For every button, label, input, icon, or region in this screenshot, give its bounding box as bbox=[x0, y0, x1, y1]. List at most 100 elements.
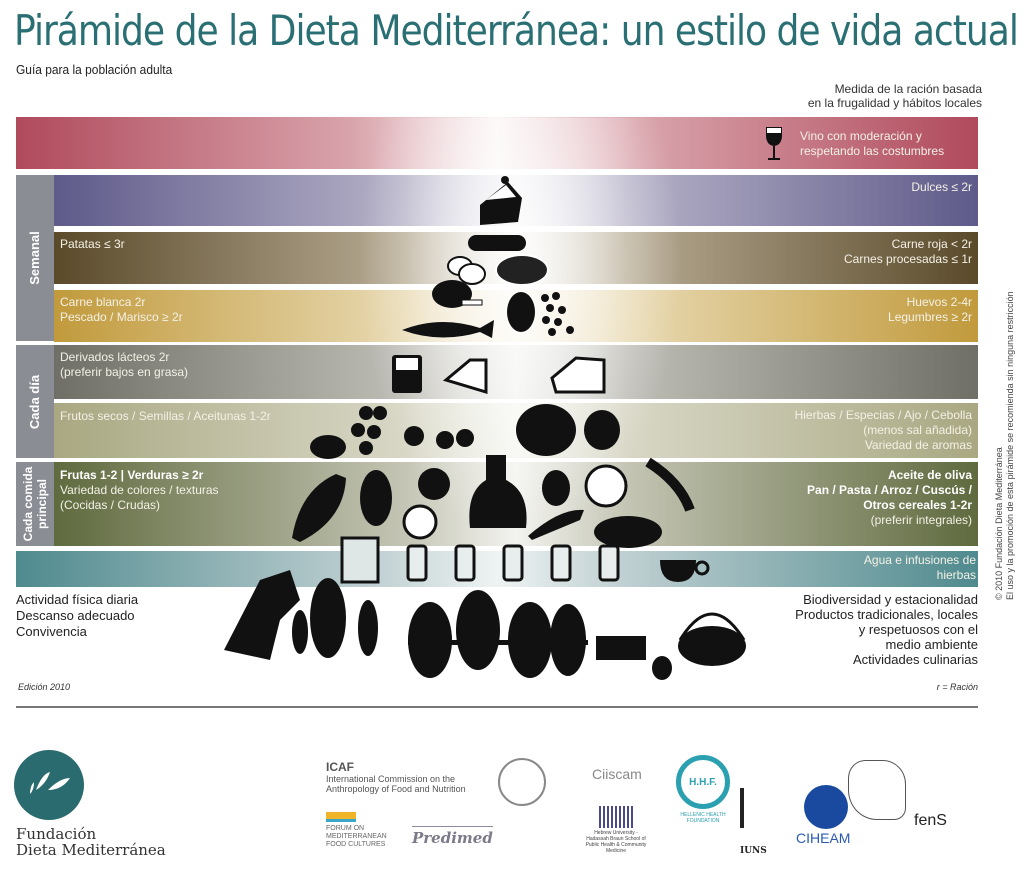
ration-note-line: Medida de la ración basada bbox=[834, 82, 982, 96]
ciiscam-logo: Ciiscam bbox=[592, 766, 642, 782]
frequency-daily: Cada día bbox=[16, 345, 54, 458]
wine-glass-icon bbox=[766, 127, 782, 160]
cereals-line: Otros cereales 1-2r bbox=[863, 498, 972, 512]
leaves-icon bbox=[30, 772, 70, 794]
glasses-icon bbox=[406, 544, 620, 582]
salt-line: (menos sal añadida) bbox=[863, 423, 972, 437]
page-title: Pirámide de la Dieta Mediterránea: un es… bbox=[14, 6, 1019, 55]
forum-mark-icon bbox=[326, 812, 356, 822]
potatoes-icon bbox=[447, 256, 486, 285]
olive-oil-cereals-text: Aceite de oliva Pan / Pasta / Arroz / Cu… bbox=[807, 468, 972, 528]
iuns-wheat-icon bbox=[740, 788, 776, 828]
ration-legend: r = Ración bbox=[936, 682, 978, 692]
processed-meat-line: Carnes procesadas ≤ 1r bbox=[844, 252, 972, 266]
watermelon-icon bbox=[292, 474, 346, 542]
tea-cup-icon bbox=[660, 560, 710, 582]
environment-line: medio ambiente bbox=[885, 637, 979, 652]
potatoes-text: Patatas ≤ 3r bbox=[60, 237, 125, 251]
fruits-veg-line: Frutas 1-2 | Verduras ≥ 2r bbox=[60, 468, 204, 482]
icaf-line: International Commission on the bbox=[326, 774, 456, 784]
bread-icon bbox=[594, 516, 662, 548]
icaf-line: Anthropology of Food and Nutrition bbox=[326, 784, 466, 794]
basket-icon bbox=[678, 612, 746, 666]
sausage-icon bbox=[468, 235, 526, 251]
copyright: © 2010 Fundación Dieta Mediterránea El u… bbox=[994, 291, 1016, 600]
rest-line: Descanso adecuado bbox=[16, 608, 135, 623]
forum-text: FORUM ON MEDITERRANEAN FOOD CULTURES bbox=[326, 825, 387, 848]
aromas-line: Variedad de aromas bbox=[864, 438, 972, 452]
nuts-icon bbox=[310, 406, 474, 459]
footer-divider bbox=[16, 706, 978, 708]
copyright-line: © 2010 Fundación Dieta Mediterránea bbox=[994, 447, 1004, 600]
conviviality-line: Convivencia bbox=[16, 624, 87, 639]
dinner-table-icon bbox=[408, 590, 588, 678]
steak-icon bbox=[495, 254, 549, 286]
traditional-products-line: Productos tradicionales, locales bbox=[795, 607, 978, 622]
predimed-logo: Predimed bbox=[412, 826, 493, 847]
dairy-line: Derivados lácteos 2r bbox=[60, 350, 170, 364]
olive-oil-line: Aceite de oliva bbox=[887, 468, 972, 482]
culinary-line: Actividades culinarias bbox=[852, 652, 978, 667]
lifestyle-left: Actividad física diaria Descanso adecuad… bbox=[16, 592, 138, 640]
fish-line: Pescado / Marisco ≥ 2r bbox=[60, 310, 183, 324]
physical-activity-line: Actividad física diaria bbox=[16, 592, 139, 607]
cooking-pot-icon bbox=[596, 636, 646, 660]
ciheam-logo: CIHEAM bbox=[796, 830, 851, 846]
usage-line: El uso y la promoción de esta pirámide s… bbox=[1005, 291, 1015, 600]
hebrew-univ-text: Hebrew University - Hadassah Braun Schoo… bbox=[585, 830, 647, 854]
fdm-name: Fundación Dieta Mediterránea bbox=[16, 826, 166, 858]
hhf-subtitle: HELLENIC HEALTH FOUNDATION bbox=[680, 812, 726, 824]
icaf-logo: ICAF International Commission on the Ant… bbox=[326, 760, 466, 794]
fdm-name-line: Dieta Mediterránea bbox=[16, 841, 166, 859]
forum-logo: FORUM ON MEDITERRANEAN FOOD CULTURES bbox=[326, 812, 387, 849]
water-line: Agua e infusiones de bbox=[863, 553, 976, 567]
herbs-line: Hierbas / Especias / Ajo / Cebolla bbox=[794, 408, 972, 422]
fdm-name-line: Fundación bbox=[16, 825, 97, 843]
fruits-veg-text: Frutas 1-2 | Verduras ≥ 2r Variedad de c… bbox=[60, 468, 219, 513]
dairy-text: Derivados lácteos 2r (preferir bajos en … bbox=[60, 350, 188, 380]
fdm-logo bbox=[14, 750, 84, 820]
wine-line-1: Vino con moderación y bbox=[800, 129, 922, 143]
red-meat-text: Carne roja < 2r Carnes procesadas ≤ 1r bbox=[844, 237, 972, 267]
nuts-text: Frutos secos / Semillas / Aceitunas 1-2r bbox=[60, 409, 271, 423]
wheat-icon bbox=[645, 457, 695, 512]
edition-note: Edición 2010 bbox=[18, 682, 71, 692]
wine-line-2: respetando las costumbres bbox=[800, 144, 945, 158]
mushroom-icon bbox=[652, 656, 672, 680]
white-meat-line: Carne blanca 2r bbox=[60, 295, 146, 309]
water-text: Agua e infusiones de hierbas bbox=[864, 553, 976, 583]
university-seal-icon bbox=[498, 758, 546, 806]
wine-text: Vino con moderación y respetando las cos… bbox=[800, 129, 944, 159]
page-subtitle: Guía para la población adulta bbox=[16, 62, 173, 77]
wholegrain-line: (preferir integrales) bbox=[870, 513, 972, 527]
apple-icon bbox=[418, 468, 450, 500]
ciheam-emblem-icon bbox=[804, 785, 848, 829]
water-jug-icon bbox=[340, 536, 380, 584]
orange-slice-icon bbox=[402, 504, 438, 540]
egg-icon bbox=[507, 292, 535, 332]
ration-note: Medida de la ración basada en la frugali… bbox=[808, 82, 982, 110]
biodiversity-line: Biodiversidad y estacionalidad bbox=[803, 592, 978, 607]
variety-line: Variedad de colores / texturas bbox=[60, 483, 219, 497]
grapes-icon bbox=[360, 470, 392, 526]
bread-pasta-line: Pan / Pasta / Arroz / Cuscús / bbox=[807, 483, 972, 497]
yogurt-icon bbox=[392, 355, 422, 393]
frequency-main-meal: Cada comida principal bbox=[16, 462, 54, 546]
cooked-raw-line: (Cocidas / Crudas) bbox=[60, 498, 161, 512]
legumes-line: Legumbres ≥ 2r bbox=[888, 310, 972, 324]
icaf-title: ICAF bbox=[326, 760, 354, 774]
hebrew-univ-logo: Hebrew University - Hadassah Braun Schoo… bbox=[584, 806, 648, 854]
red-meat-line: Carne roja < 2r bbox=[891, 237, 972, 251]
iuns-logo: IUNS bbox=[740, 846, 767, 856]
hebrew-univ-mark-icon bbox=[599, 806, 633, 828]
lifestyle-right: Biodiversidad y estacionalidad Productos… bbox=[795, 592, 978, 667]
fens-logo: fenS bbox=[914, 812, 947, 829]
white-meat-text: Carne blanca 2r Pescado / Marisco ≥ 2r bbox=[60, 295, 183, 325]
olive-oil-jug-icon bbox=[469, 455, 527, 528]
eco-line: y respetuosos con el bbox=[858, 622, 978, 637]
artichoke-icon bbox=[528, 470, 584, 540]
onion-garlic-icon bbox=[516, 404, 620, 456]
hhf-logo: H.H.F. bbox=[676, 755, 730, 809]
legumes-icon bbox=[541, 292, 574, 336]
cheese-icon bbox=[442, 356, 606, 395]
